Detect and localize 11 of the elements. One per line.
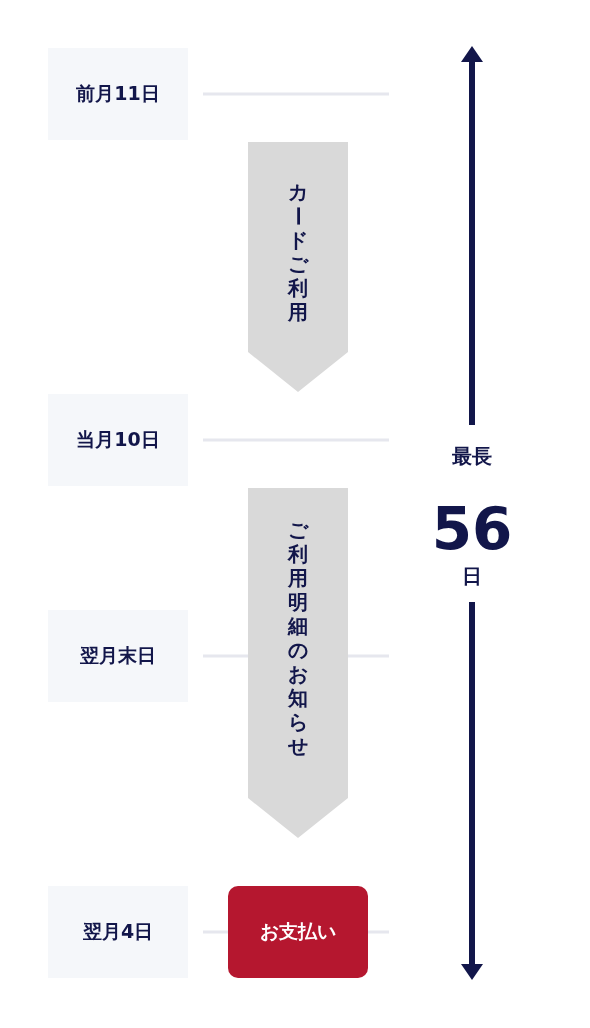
- date-label: 当月10日: [76, 427, 160, 452]
- date-label: 翌月4日: [82, 919, 154, 944]
- measure-label: 日: [461, 566, 483, 586]
- day-count: 56: [430, 500, 514, 558]
- payment-label: お支払い: [260, 919, 336, 944]
- measure-label: 最長: [451, 446, 493, 466]
- chevron-label: カードご利用: [285, 180, 311, 326]
- date-label: 翌月末日: [80, 643, 156, 668]
- date-label: 前月11日: [76, 81, 160, 106]
- payment-box: [228, 886, 368, 978]
- chevron-label: ご利用明細のお知らせ: [286, 518, 310, 760]
